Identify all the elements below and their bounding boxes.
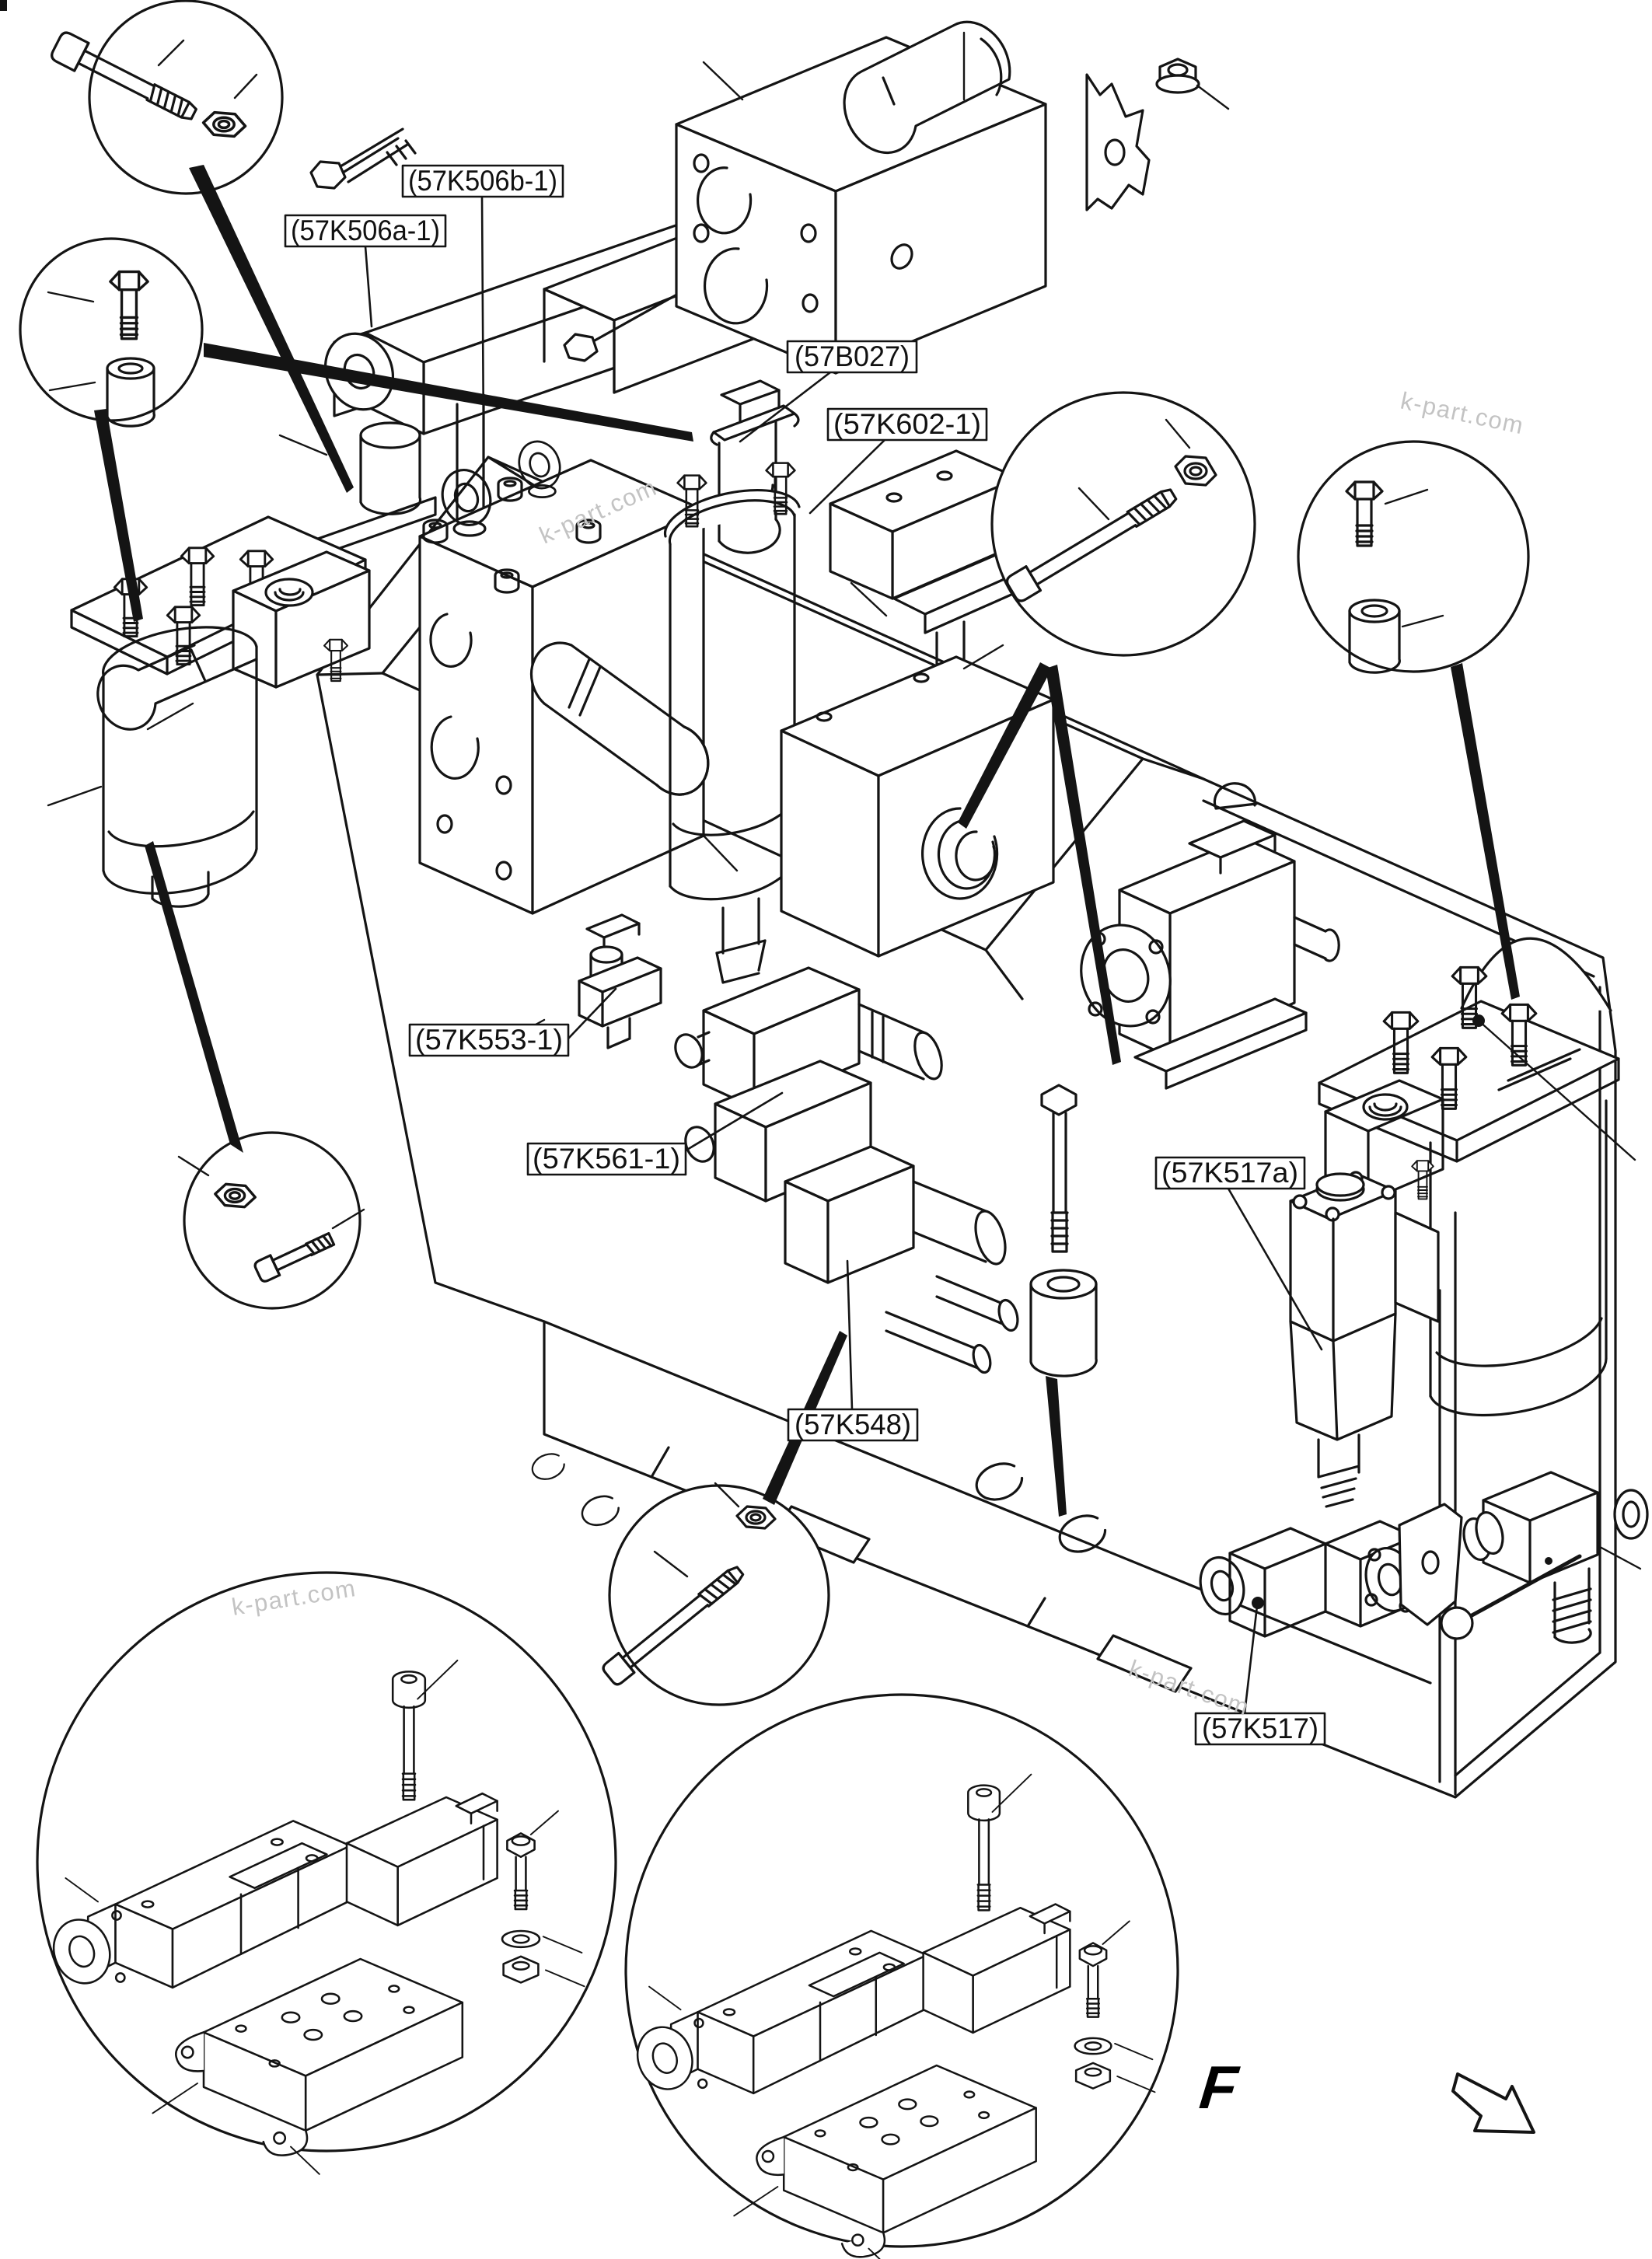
- part-labels: (57K506b-1) (57K506a-1) (57B027) (57K602…: [284, 164, 1326, 1746]
- label-text: (57K553-1): [415, 1024, 563, 1056]
- label-text: (57K561-1): [533, 1143, 680, 1175]
- top-manifold-assembly: [563, 20, 1230, 375]
- balloon-bolt-spacer-left: [19, 237, 204, 428]
- balloon-solenoid-valve-bottom-center: [624, 1693, 1179, 2259]
- bolt-and-bushing: [1029, 1084, 1098, 1377]
- part-label-57K506b-1: (57K506b-1): [401, 164, 564, 438]
- direction-marker: F: [1196, 2053, 1535, 2134]
- part-label-57K553-1: (57K553-1): [408, 987, 617, 1057]
- watermark: k-part.com: [1399, 387, 1527, 440]
- label-text: (57K506b-1): [408, 165, 557, 197]
- label-text: (57K548): [795, 1409, 911, 1440]
- balloon-bolt-nut-upper-right: [990, 391, 1256, 657]
- label-text: (57K506a-1): [291, 215, 440, 246]
- part-label-57K602-1: (57K602-1): [809, 407, 988, 515]
- balloon-nut-bolt-left-mid: [177, 1131, 365, 1310]
- label-text: (57B027): [795, 340, 910, 372]
- part-label-57K517: (57K517): [1194, 1604, 1326, 1746]
- part-label-57K548: (57K548): [787, 1259, 919, 1442]
- page-corner-mark: [0, 0, 7, 11]
- balloon-bolt-spacer-right: [1297, 440, 1530, 674]
- pressure-control-valve: [1080, 782, 1340, 1090]
- part-label-57K517a: (57K517a): [1154, 1156, 1323, 1351]
- part-label-57K561-1: (57K561-1): [526, 1091, 784, 1176]
- central-manifold-block: [418, 435, 710, 915]
- direction-arrow-icon: [1451, 2072, 1535, 2134]
- balloon-solenoid-valve-bottom-left: [36, 1571, 617, 2176]
- label-text: (57K517a): [1161, 1157, 1298, 1189]
- direction-letter: F: [1196, 2053, 1242, 2121]
- label-text: (57K602-1): [833, 408, 981, 440]
- left-filter-assembly: [47, 496, 437, 908]
- gear-pump-57K517: [1199, 1503, 1463, 1638]
- elbow-fitting: [1440, 1471, 1649, 1644]
- detail-balloons: [19, 0, 1530, 2259]
- balloon-bolt-nut-center: [602, 1482, 830, 1706]
- part-label-57B027: (57B027): [739, 340, 918, 443]
- pointer-wedges: [94, 165, 1520, 1517]
- right-filter-assembly: [1289, 937, 1636, 1508]
- label-text: (57K517): [1202, 1713, 1318, 1744]
- part-label-57K506a-1: (57K506a-1): [284, 214, 447, 328]
- balloon-bolt-nut-top-left: [51, 0, 284, 195]
